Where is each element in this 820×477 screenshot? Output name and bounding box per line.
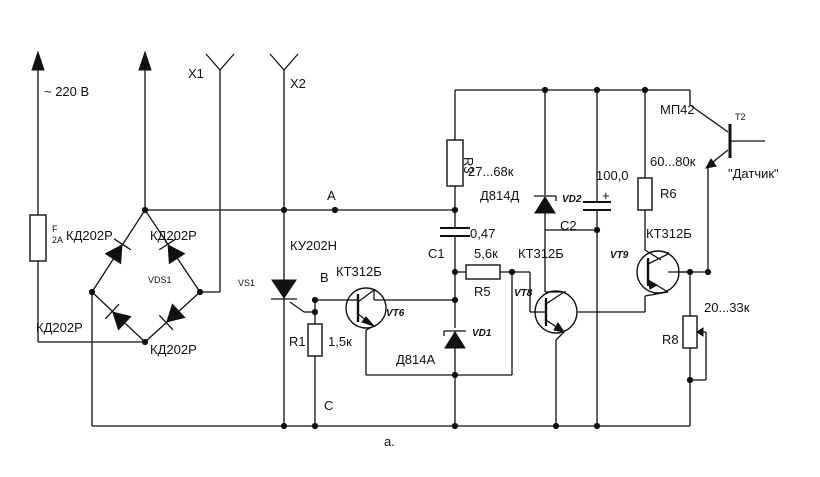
- vt8-ref-label: VT8: [514, 288, 533, 299]
- resistor-r3: [446, 139, 464, 187]
- r8-value-label: 20...33к: [704, 300, 750, 315]
- r3-ref-label: R3: [461, 157, 476, 174]
- zener-vd2: [534, 195, 557, 214]
- fuse-rating-label: 2A: [52, 235, 63, 245]
- c1-value-label: 0,47: [470, 226, 495, 241]
- t2-ref-label: T2: [735, 112, 746, 122]
- mains-input: [31, 50, 152, 342]
- figure-caption: а.: [384, 434, 395, 449]
- t2-type-label: МП42: [660, 102, 695, 117]
- vd1-ref-label: VD1: [472, 328, 492, 339]
- r3-value-label: 27...68к: [468, 164, 514, 179]
- x2-label: X2: [290, 76, 306, 91]
- r1-value-label: 1,5к: [328, 334, 352, 349]
- transistor-vt8: [529, 272, 578, 341]
- thyristor-type-label: КУ202Н: [290, 238, 337, 253]
- r5-ref-label: R5: [474, 284, 491, 299]
- thyristor-vs1: [271, 279, 315, 313]
- c2-ref-label: C2: [560, 218, 577, 233]
- bridge-diode-2-label: КД202Р: [150, 228, 197, 243]
- potentiometer-r8: [682, 315, 707, 381]
- r5-value-label: 5,6к: [474, 246, 498, 261]
- x1-label: X1: [188, 66, 204, 81]
- r6-ref-label: R6: [660, 186, 677, 201]
- capacitor-c2: [583, 201, 611, 211]
- vt8-type-label: КТ312Б: [518, 246, 564, 261]
- terminal-x1: [205, 53, 235, 292]
- capacitor-c1: [440, 227, 470, 237]
- vt9-type-label: КТ312Б: [646, 226, 692, 241]
- fuse-f: [29, 214, 47, 262]
- node-a-dot: [331, 206, 339, 214]
- fuse-label: F: [52, 224, 58, 234]
- vd1-type-label: Д814А: [396, 352, 435, 367]
- c2-polarity-label: +: [602, 188, 610, 203]
- r8-ref-label: R8: [662, 332, 679, 347]
- zener-vd1: [443, 330, 466, 349]
- node-c-label: C: [324, 398, 333, 413]
- mains-label: ~ 220 В: [44, 84, 89, 99]
- node-b-label: B: [320, 270, 329, 285]
- bridge-diode-1-label: КД202Р: [66, 228, 113, 243]
- bridge-diode-3-label: КД202Р: [36, 320, 83, 335]
- node-a-label: A: [327, 188, 336, 203]
- transistor-t2: [689, 104, 765, 169]
- thyristor-ref-label: VS1: [238, 278, 255, 288]
- transistor-vt6: [345, 287, 455, 375]
- resistor-r5: [455, 264, 530, 280]
- resistor-r1: [307, 300, 323, 426]
- diode-bridge-vds1: [88, 206, 204, 346]
- vt6-ref-label: VT6: [386, 308, 405, 319]
- bridge-diode-4-label: КД202Р: [150, 342, 197, 357]
- r1-ref-label: R1: [289, 334, 306, 349]
- resistor-r6: [637, 177, 653, 211]
- vt9-ref-label: VT9: [610, 250, 629, 261]
- transistor-vt9: [636, 249, 680, 294]
- vd2-type-label: Д814Д: [480, 188, 519, 203]
- r6-value-label: 60...80к: [650, 154, 696, 169]
- vt6-type-label: КТ312Б: [336, 264, 382, 279]
- sensor-label: "Датчик": [728, 166, 779, 181]
- terminal-x2: [269, 53, 299, 426]
- bridge-ref-label: VDS1: [148, 275, 172, 285]
- c1-ref-label: C1: [428, 246, 445, 261]
- c2-value-label: 100,0: [596, 168, 629, 183]
- vd2-ref-label: VD2: [562, 194, 582, 205]
